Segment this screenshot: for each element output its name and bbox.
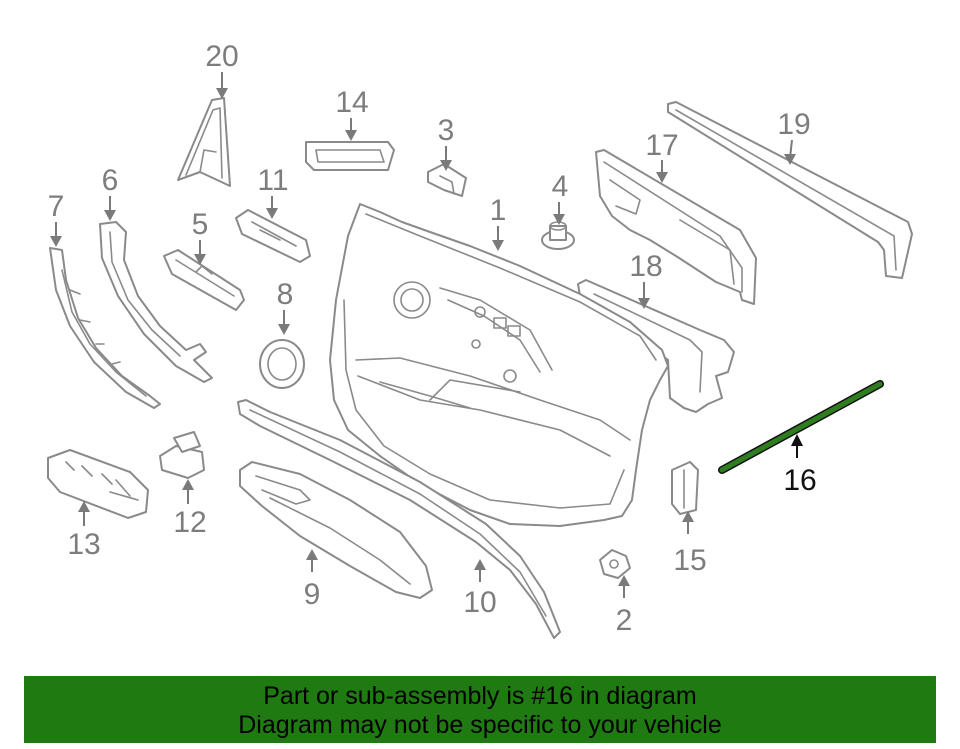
callout-9: 9 [304, 549, 321, 611]
part-2-clip [599, 549, 631, 579]
part-13-switch-block [47, 449, 149, 519]
part-7-curved-strip [49, 247, 161, 409]
callout-12: 12 [173, 479, 207, 539]
info-banner: Part or sub-assembly is #16 in diagram D… [24, 676, 936, 743]
callout-6: 6 [102, 164, 119, 221]
callout-11: 11 [257, 164, 289, 219]
callout-label-19: 19 [777, 108, 810, 141]
part-4-fastener [541, 221, 575, 250]
callout-18: 18 [629, 250, 663, 309]
callout-2: 2 [616, 575, 633, 637]
part-14-switch-trim [305, 141, 395, 171]
callout-5: 5 [192, 208, 209, 265]
part-8-speaker-ring [259, 339, 305, 389]
part-11-switch-bezel [235, 209, 311, 263]
callout-label-9: 9 [304, 578, 321, 611]
callout-16: 16 [783, 434, 817, 497]
callout-label-10: 10 [463, 586, 496, 619]
part-10-lower-strip [237, 399, 561, 639]
parts-diagram: 20 14 3 4 19 17 1 11 6 [47, 40, 913, 639]
banner-line-disclaimer: Diagram may not be specific to your vehi… [238, 711, 722, 739]
callout-label-20: 20 [205, 40, 238, 73]
callout-13: 13 [67, 501, 101, 561]
callout-label-18: 18 [629, 250, 662, 283]
callout-label-2: 2 [616, 604, 633, 637]
part-12-small-switch [159, 431, 205, 479]
callout-7: 7 [48, 190, 65, 247]
part-9-pull-handle [239, 461, 433, 599]
callout-label-17: 17 [645, 129, 678, 162]
callout-8: 8 [277, 278, 294, 335]
callout-label-4: 4 [552, 170, 569, 203]
callout-label-11: 11 [257, 164, 288, 197]
callout-label-8: 8 [277, 278, 294, 311]
callout-label-16: 16 [783, 464, 816, 497]
part-20-mirror-cover [177, 97, 231, 187]
callout-4: 4 [552, 170, 569, 225]
part-19-upper-strip [667, 101, 913, 279]
callout-19: 19 [777, 108, 811, 165]
part-15-guide [671, 461, 699, 515]
callout-15: 15 [673, 511, 707, 577]
callout-label-7: 7 [48, 190, 65, 223]
callout-20: 20 [205, 40, 239, 99]
part-17-upper-trim [595, 149, 757, 305]
callout-label-14: 14 [335, 86, 368, 119]
part-16-seal-strip [718, 380, 884, 474]
callout-14: 14 [335, 86, 369, 141]
callout-label-3: 3 [438, 114, 455, 147]
banner-line-part: Part or sub-assembly is #16 in diagram [263, 682, 697, 710]
callout-label-5: 5 [192, 208, 209, 241]
callout-3: 3 [438, 114, 455, 171]
part-1-door-panel [329, 203, 669, 527]
callout-label-15: 15 [673, 544, 706, 577]
callout-label-12: 12 [173, 506, 206, 539]
part-6-trim-strip [99, 221, 213, 383]
callout-17: 17 [645, 129, 679, 183]
callout-label-6: 6 [102, 164, 119, 197]
callout-label-1: 1 [490, 194, 507, 227]
callout-10: 10 [463, 559, 497, 619]
part-5-switch [163, 249, 245, 311]
callout-1: 1 [490, 194, 507, 251]
callout-label-13: 13 [67, 528, 100, 561]
